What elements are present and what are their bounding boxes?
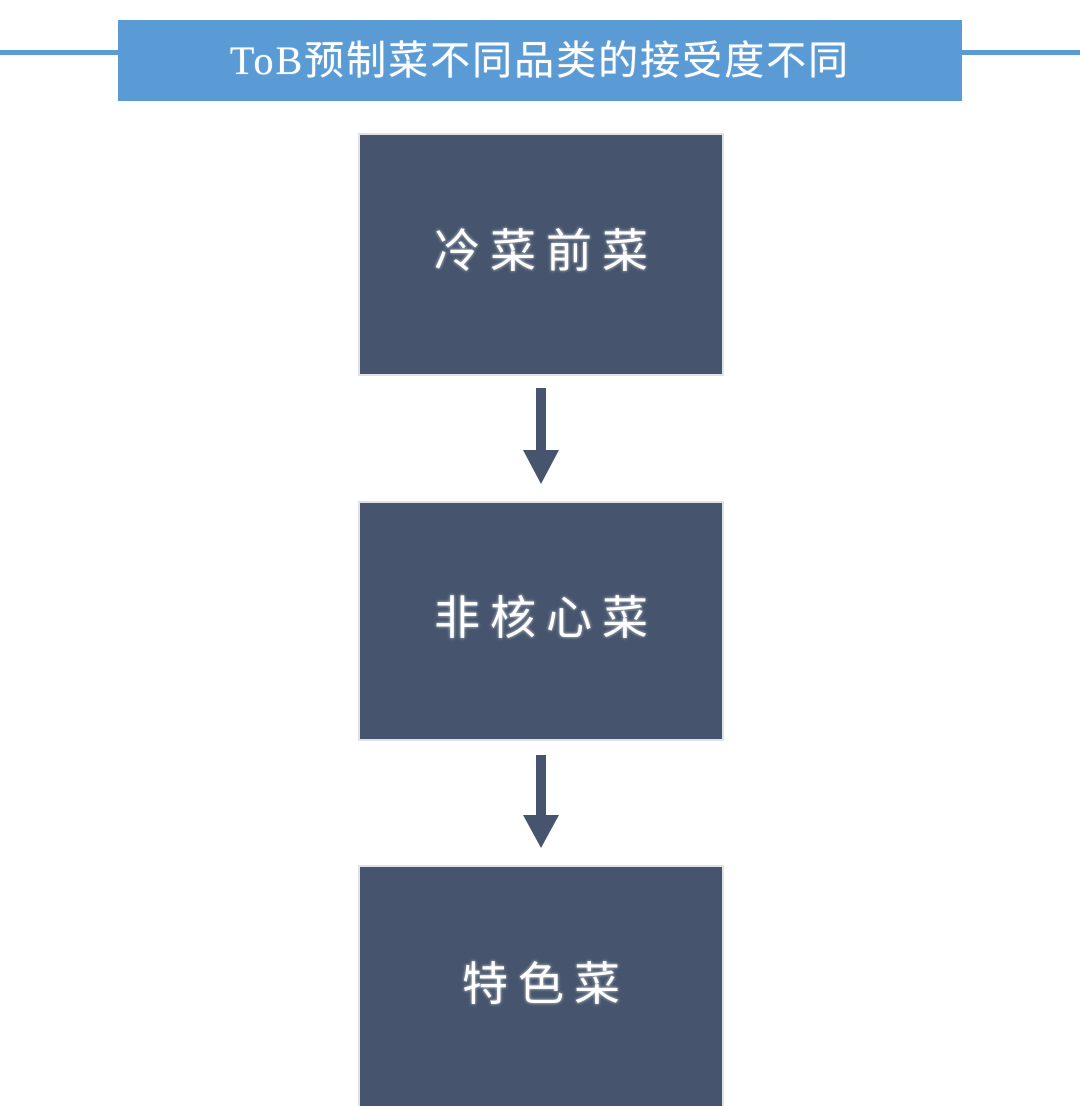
flow-node-2-label: 非核心菜 xyxy=(434,593,658,644)
title-banner: ToB预制菜不同品类的接受度不同 xyxy=(118,20,962,101)
flow-node-1-label: 冷菜前菜 xyxy=(434,225,658,277)
flow-node-1[interactable]: 冷菜前菜 xyxy=(358,133,724,376)
flow-node-2[interactable]: 非核心菜 xyxy=(358,501,724,741)
page-header: ToB预制菜不同品类的接受度不同 xyxy=(0,0,1080,118)
flow-arrow-down-1 xyxy=(511,388,571,486)
page-title: ToB预制菜不同品类的接受度不同 xyxy=(229,37,851,83)
flow-node-3[interactable]: 特色菜 xyxy=(358,865,724,1106)
flow-node-3-label: 特色菜 xyxy=(462,958,630,1010)
flow-arrow-down-2 xyxy=(511,755,571,850)
